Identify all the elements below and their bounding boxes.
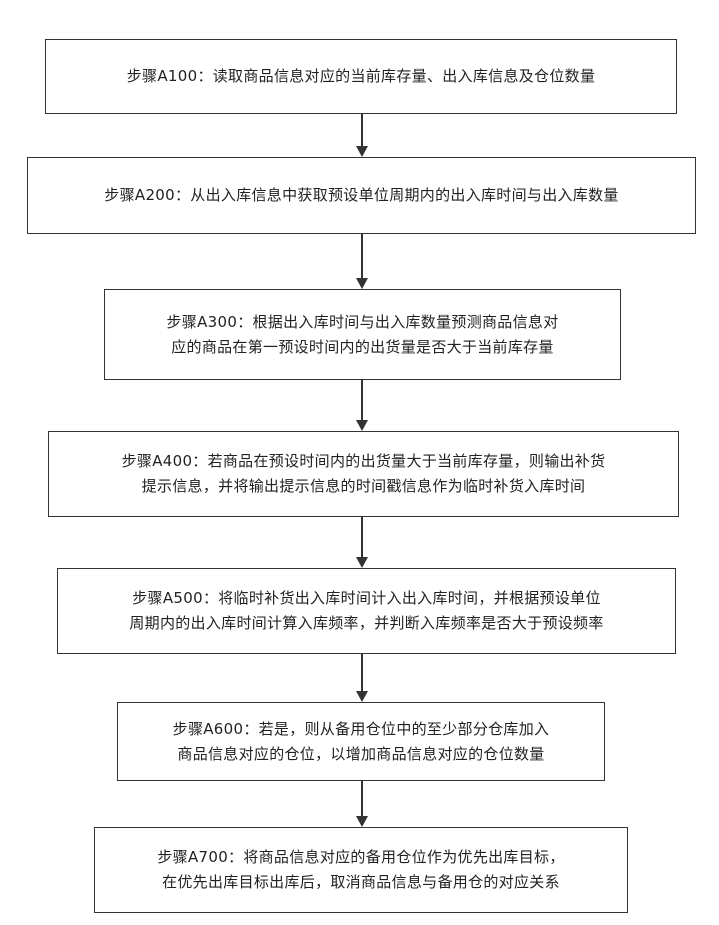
arrow-a600-to-a700	[356, 781, 368, 827]
step-a700-text: 步骤A700：将商品信息对应的备用仓位作为优先出库目标， 在优先出库目标出库后，…	[147, 845, 574, 895]
step-a200-text: 步骤A200：从出入库信息中获取预设单位周期内的出入库时间与出入库数量	[94, 183, 628, 208]
step-a200-box: 步骤A200：从出入库信息中获取预设单位周期内的出入库时间与出入库数量	[27, 157, 696, 234]
arrow-a300-to-a400	[356, 380, 368, 431]
arrow-a400-to-a500	[356, 517, 368, 568]
arrow-a100-to-a200	[356, 114, 368, 157]
step-a500-box: 步骤A500：将临时补货出入库时间计入出入库时间，并根据预设单位 周期内的出入库…	[57, 568, 676, 654]
step-a100-box: 步骤A100：读取商品信息对应的当前库存量、出入库信息及仓位数量	[45, 39, 677, 114]
step-a100-text: 步骤A100：读取商品信息对应的当前库存量、出入库信息及仓位数量	[117, 64, 606, 89]
step-a500-text: 步骤A500：将临时补货出入库时间计入出入库时间，并根据预设单位 周期内的出入库…	[119, 586, 613, 636]
step-a600-box: 步骤A600：若是，则从备用仓位中的至少部分仓库加入 商品信息对应的仓位，以增加…	[117, 702, 605, 781]
arrow-a500-to-a600	[356, 654, 368, 702]
step-a400-box: 步骤A400：若商品在预设时间内的出货量大于当前库存量，则输出补货 提示信息，并…	[48, 431, 679, 517]
arrow-a200-to-a300	[356, 234, 368, 289]
step-a400-text: 步骤A400：若商品在预设时间内的出货量大于当前库存量，则输出补货 提示信息，并…	[112, 449, 616, 499]
step-a600-text: 步骤A600：若是，则从备用仓位中的至少部分仓库加入 商品信息对应的仓位，以增加…	[163, 717, 560, 767]
step-a300-text: 步骤A300：根据出入库时间与出入库数量预测商品信息对 应的商品在第一预设时间内…	[157, 310, 569, 360]
step-a700-box: 步骤A700：将商品信息对应的备用仓位作为优先出库目标， 在优先出库目标出库后，…	[94, 827, 628, 913]
step-a300-box: 步骤A300：根据出入库时间与出入库数量预测商品信息对 应的商品在第一预设时间内…	[104, 289, 621, 380]
